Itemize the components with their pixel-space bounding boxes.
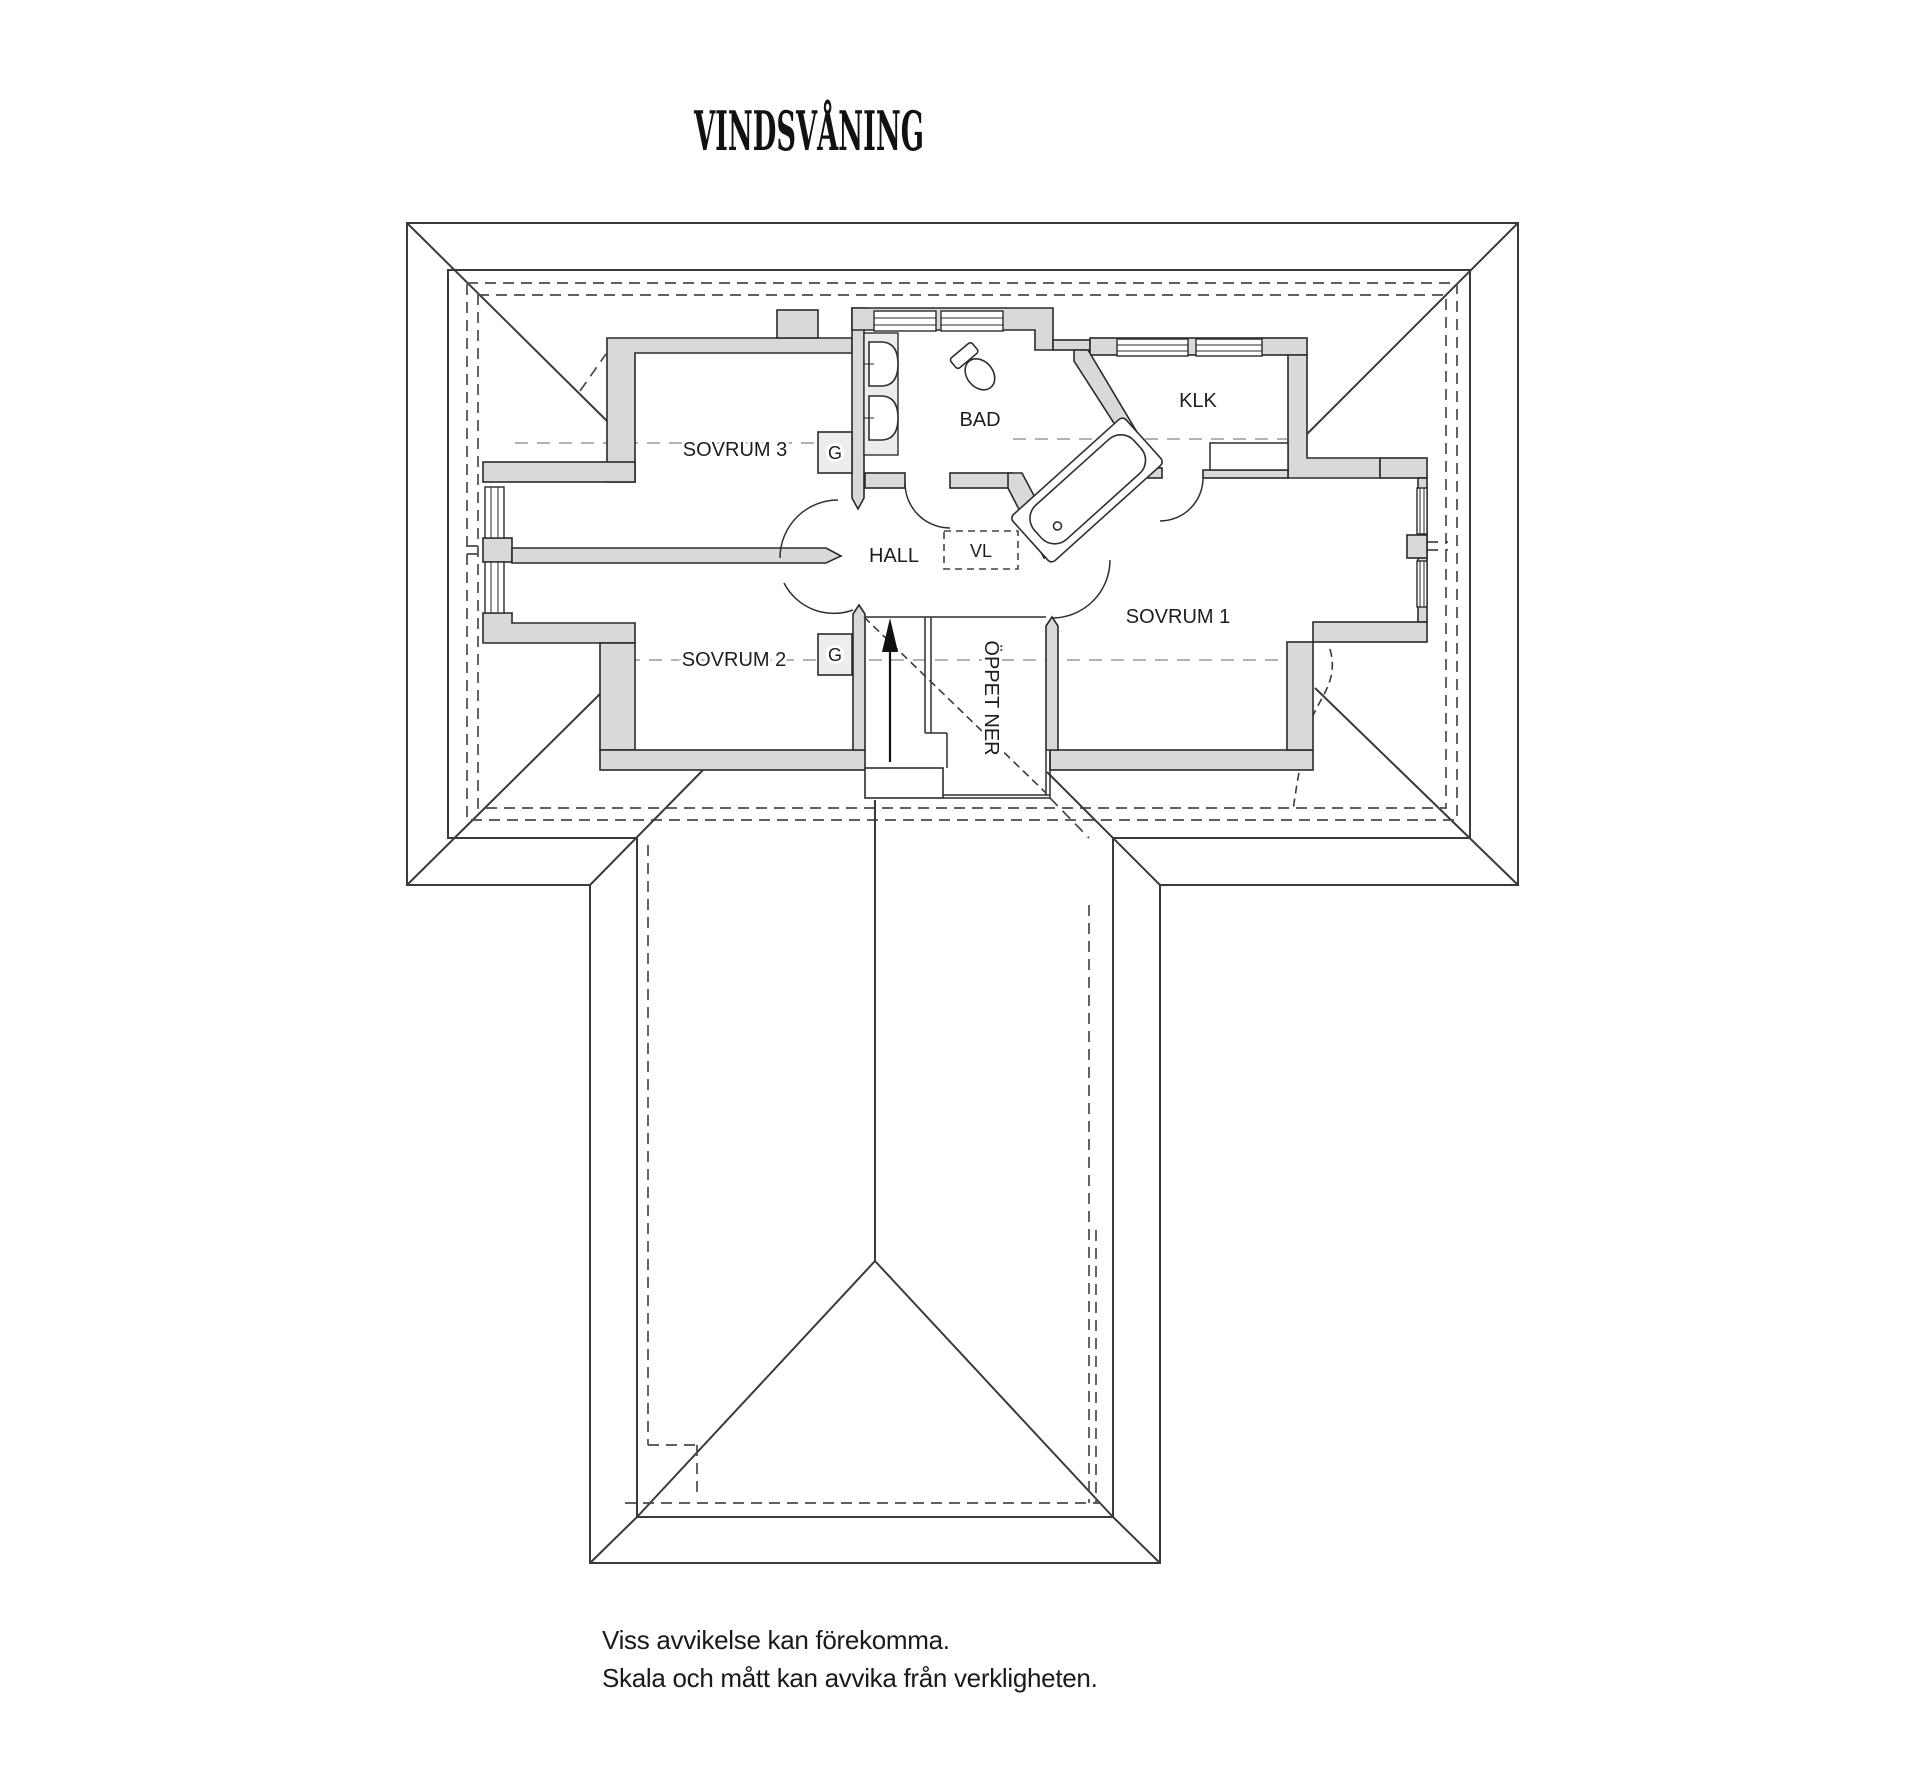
room-label-hall: HALL [869,545,919,567]
toilet-icon [949,341,996,391]
bad-door-arc [904,482,951,529]
sink-icon [864,341,899,387]
wardrobe-box-sovrum3 [817,431,853,474]
wardrobe-label: G [828,645,842,665]
door-arcs [779,477,1204,619]
disclaimer-line-2: Skala och mått kan avvika från verklighe… [602,1663,1098,1693]
bad-window [940,310,1004,332]
bathtub-icon [1011,417,1163,563]
vl-dashed-box [943,530,1019,570]
page-title: VINDSVÅNING [693,99,924,163]
wardrobe-label: G [828,443,842,463]
bathroom-fixtures [863,332,1163,563]
room-label-oppet-ner: ÖPPET NER [980,640,1002,755]
room-label-sovrum2: SOVRUM 2 [682,649,786,671]
klk-door-arc [1159,477,1204,522]
klk-cabinet [1209,442,1289,471]
disclaimer-line-1: Viss avvikelse kan förekomma. [602,1625,950,1655]
klk-window [1116,338,1189,357]
bad-window [873,310,937,332]
klk-window [1195,338,1263,357]
ceiling-height-dashed-lines [515,438,1287,661]
room-label-klk: KLK [1179,390,1217,412]
sovrum1-window [1416,560,1428,608]
apartment-floor [480,308,1427,798]
stairwell [863,616,1051,799]
sovrum1-window [1416,487,1428,535]
room-label-bad: BAD [959,409,1000,431]
sovrum2-window [484,561,505,614]
room-label-vl: VL [970,541,992,561]
room-label-sovrum3: SOVRUM 3 [683,439,787,461]
windows [484,310,1428,614]
sovrum3-window [484,486,505,539]
sink-icon [864,395,899,441]
lower-roof-dashed-lines [467,541,1448,1504]
stair-up-arrow-icon [882,618,898,762]
roof-outline [406,222,1519,1564]
sovrum2-door-arc [783,582,854,615]
room-label-sovrum1: SOVRUM 1 [1126,606,1230,628]
roof-dashed-lines [466,282,1458,821]
roof-valley-lines [589,769,1161,1518]
wardrobe-box-sovrum2 [817,633,853,676]
sovrum3-door-arc [779,499,839,559]
sovrum1-door-arc [1051,559,1111,619]
